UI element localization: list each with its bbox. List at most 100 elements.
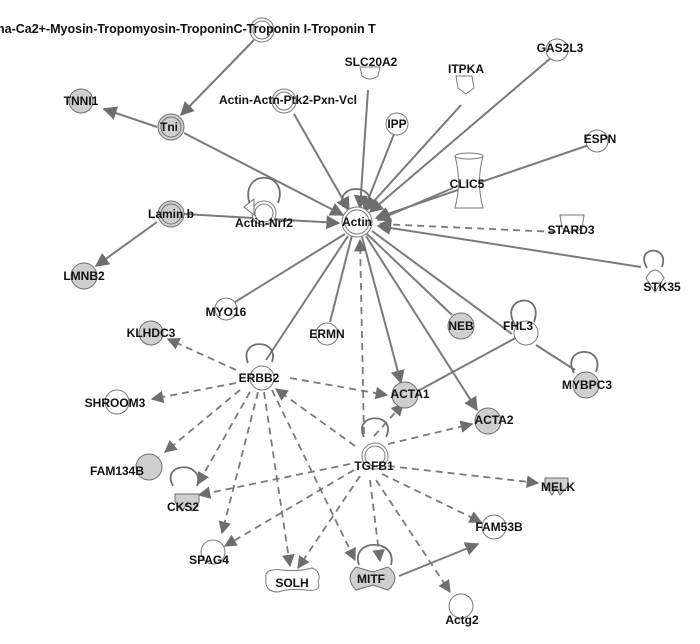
node-shape	[474, 407, 502, 435]
node-slc20a2[interactable]: SLC20A2	[345, 55, 398, 80]
label-acta2: ACTA2	[474, 413, 513, 427]
erbb2-self-loop	[245, 343, 274, 364]
dashed-edges	[150, 218, 557, 594]
node-shape	[385, 112, 409, 136]
node-fam134b[interactable]: FAM134B	[90, 453, 163, 481]
edge-actin-acta1	[361, 236, 405, 385]
edge-tni-tnni1	[102, 106, 158, 128]
stk35-self-loop	[643, 249, 665, 269]
node-acta2[interactable]: ACTA2	[474, 407, 514, 435]
node-actin-complex[interactable]: Actin alpha-Ca2+-Myosin-Tropomyosin-Trop…	[0, 17, 376, 43]
node-shape	[448, 593, 474, 619]
node-erbb2[interactable]: ERBB2	[239, 365, 280, 391]
node-solh[interactable]: SOLH	[265, 567, 320, 593]
edge-tgfb1-melk	[387, 465, 540, 488]
cks2-self-loop	[169, 466, 200, 487]
node-clic5[interactable]: CLIC5	[450, 152, 485, 209]
edge-erbb2-cks2	[197, 391, 251, 486]
node-cks2[interactable]: CKS2	[167, 493, 200, 514]
label-slc20a2: SLC20A2	[345, 55, 398, 69]
node-shape	[544, 477, 569, 496]
edge-tgfb1-cks2	[197, 463, 351, 499]
node-shape	[545, 38, 569, 62]
label-actin-nrf2: Actin-Nrf2	[235, 216, 293, 230]
edge-laminb-lmnb2	[94, 221, 158, 267]
edge-stk35-actin	[376, 221, 642, 268]
label-neb: NEB	[448, 319, 474, 333]
node-tnni1[interactable]: TNNI1	[64, 88, 99, 114]
fhl3-self-loop	[510, 299, 537, 326]
edge-fhl3-actin	[371, 230, 513, 335]
node-klhdc3[interactable]: KLHDC3	[127, 320, 176, 346]
edge-clic5-actin	[376, 187, 454, 222]
edge-tgfb1-erbb2	[274, 388, 356, 447]
node-actin-actn-complex[interactable]: Actin-Actn-Ptk2-Pxn-Vcl	[219, 88, 357, 114]
node-shroom3[interactable]: SHROOM3	[85, 389, 146, 415]
edge-neb-actin	[366, 233, 453, 316]
node-fhl3[interactable]: FHL3	[503, 319, 539, 346]
node-stk35[interactable]: STK35	[643, 269, 681, 294]
node-espn[interactable]: ESPN	[584, 129, 617, 153]
node-myo16[interactable]: MYO16	[206, 297, 247, 321]
node-shape	[135, 453, 163, 481]
node-shape-inner	[274, 91, 294, 111]
node-shape	[265, 567, 320, 593]
node-ermn[interactable]: ERMN	[309, 322, 345, 346]
node-shape	[572, 371, 600, 399]
edge-erbb2-klhdc3	[166, 337, 237, 371]
node-shape	[70, 262, 98, 290]
node-gas2l3[interactable]: GAS2L3	[537, 38, 584, 62]
node-stard3[interactable]: STARD3	[547, 214, 595, 237]
node-shape	[104, 389, 130, 415]
label-lmnb2: LMNB2	[63, 269, 105, 283]
edge-actin-acta2	[365, 235, 478, 412]
node-tgfb1[interactable]: TGFB1	[354, 442, 394, 473]
edge-erbb2-mitf	[271, 389, 356, 562]
label-erbb2: ERBB2	[239, 371, 280, 385]
node-mybpc3[interactable]: MYBPC3	[562, 371, 612, 399]
node-lamin-b[interactable]: Lamin b	[148, 200, 194, 228]
label-tnni1: TNNI1	[64, 94, 99, 108]
edge-myo16-actin	[234, 233, 346, 303]
node-actin-nrf2[interactable]: Actin-Nrf2	[235, 197, 293, 230]
solid-edges	[94, 39, 642, 577]
actin-nrf2-self-loop	[247, 176, 281, 206]
node-actin[interactable]: Actin	[341, 206, 373, 238]
label-gas2l3: GAS2L3	[537, 41, 584, 55]
label-actin: Actin	[342, 215, 372, 229]
edge-erbb2-fam134b	[164, 389, 241, 453]
node-itpka[interactable]: ITPKA	[448, 62, 484, 95]
edge-erbb2-actin	[265, 235, 349, 361]
node-neb[interactable]: NEB	[447, 312, 475, 340]
edge-slc20a2-actin	[353, 89, 369, 210]
node-lmnb2[interactable]: LMNB2	[63, 262, 105, 290]
node-fam53b[interactable]: FAM53B	[475, 514, 523, 540]
label-stk35: STK35	[643, 280, 681, 294]
node-spag4[interactable]: SPAG4	[189, 539, 229, 567]
edge-tgfb1-acta2	[387, 420, 474, 445]
self-loops	[169, 176, 665, 566]
node-shape-inner	[160, 203, 182, 225]
node-marker	[243, 197, 255, 217]
edge-fhl3-acta1	[415, 334, 522, 393]
node-tni[interactable]: Tni	[157, 113, 185, 141]
edge-tni-actin	[183, 132, 345, 216]
node-actg2[interactable]: Actg2	[445, 593, 479, 627]
edge-erbb2-acta1	[289, 377, 389, 400]
node-shape	[645, 269, 665, 293]
node-shape	[200, 539, 226, 565]
node-acta1[interactable]: ACTA1	[390, 381, 430, 409]
edge-ermn-actin	[329, 234, 353, 323]
label-actg2: Actg2	[445, 613, 479, 627]
node-ipp[interactable]: IPP	[385, 112, 409, 136]
node-shape-inner	[252, 20, 272, 40]
label-melk: MELK	[541, 480, 575, 494]
node-melk[interactable]: MELK	[541, 477, 575, 496]
node-shape	[214, 297, 238, 321]
node-mitf[interactable]: MITF	[349, 566, 396, 591]
mybpc3-self-loop	[570, 351, 599, 374]
edge-tgfb1-fam53b	[381, 473, 483, 523]
label-fhl3: FHL3	[503, 319, 533, 333]
mitf-self-loop	[356, 544, 393, 566]
